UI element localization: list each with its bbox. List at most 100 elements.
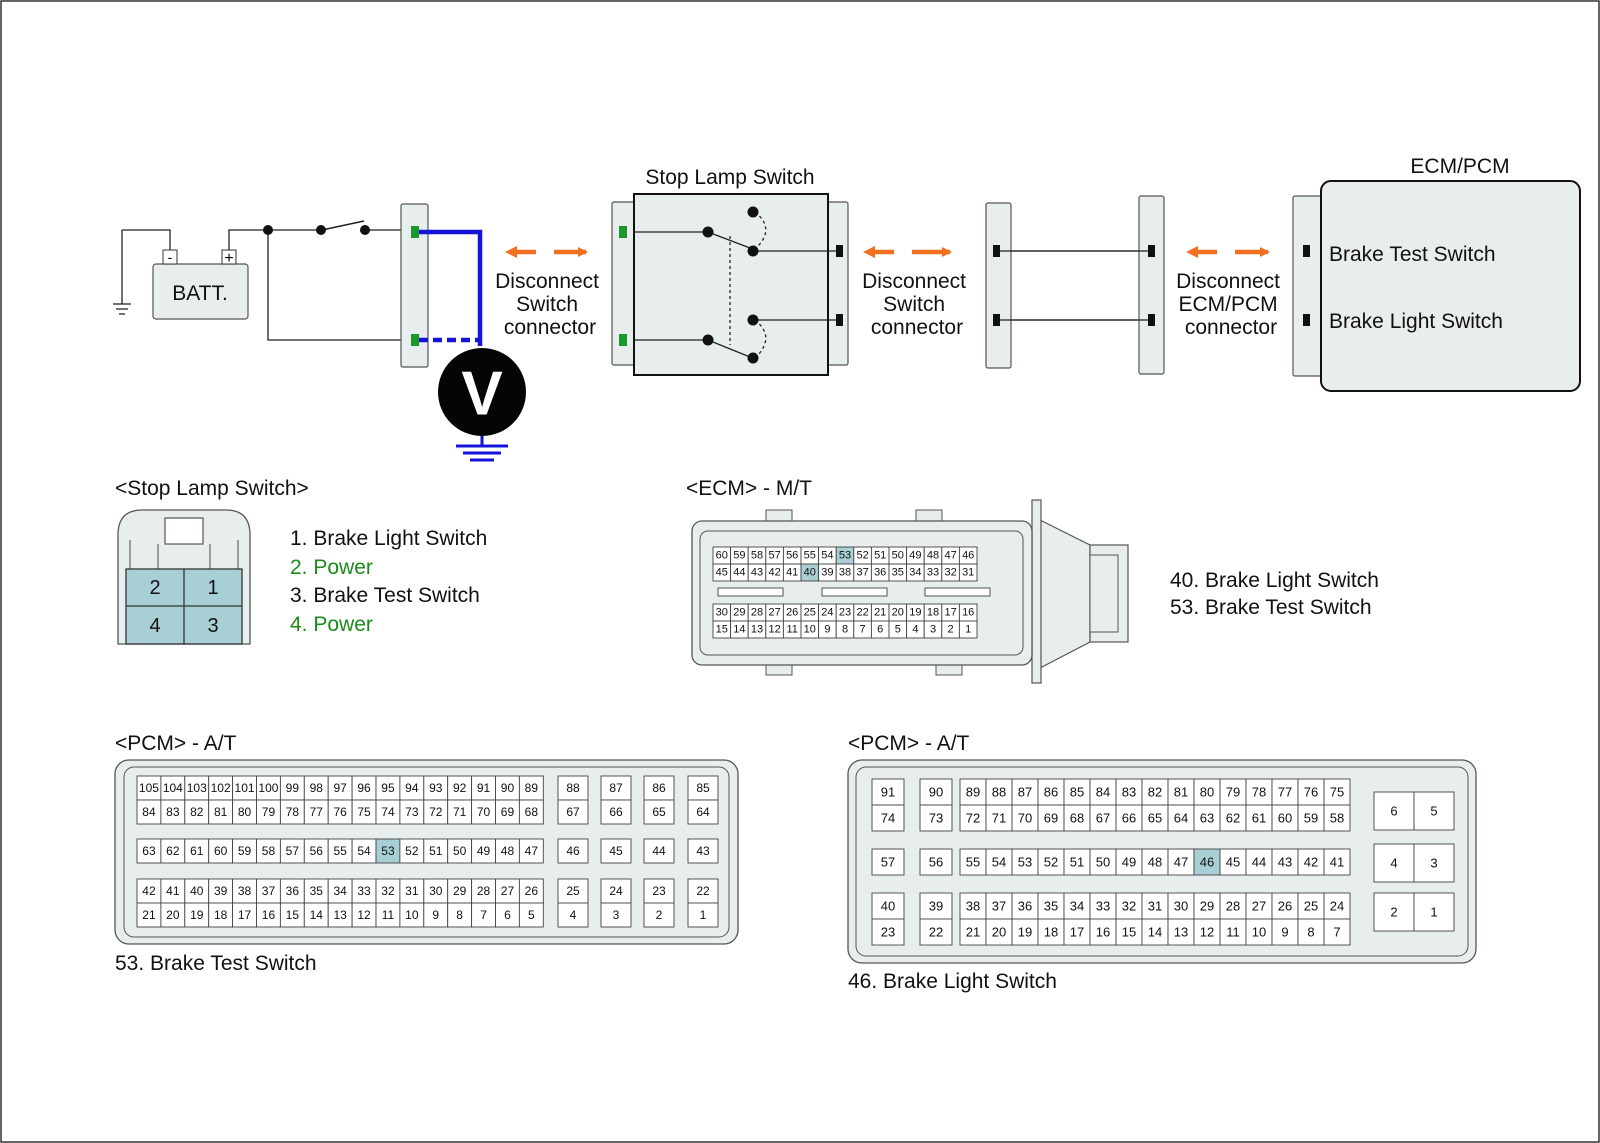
pin-number: 23: [652, 884, 666, 898]
pin-number: 71: [992, 811, 1006, 826]
pin-number: 49: [477, 844, 491, 858]
left-connector-plate: [400, 203, 429, 368]
pin-cell: [557, 838, 589, 864]
ecm-brake-light-label: Brake Light Switch: [1329, 310, 1503, 333]
ecm-pcm-title: ECM/PCM: [1410, 155, 1509, 178]
pin-number: 45: [716, 567, 728, 579]
pin-number: 7: [480, 908, 487, 922]
pin-number: 74: [881, 811, 895, 826]
pin-number: 28: [1226, 899, 1240, 914]
pin-number: 8: [456, 908, 463, 922]
pin-number: 98: [310, 781, 324, 795]
pin-number: 17: [1070, 925, 1084, 940]
pin-number: 58: [751, 550, 763, 562]
pin-cell: [871, 778, 905, 806]
stop-lamp-pin: 2: [149, 577, 160, 599]
pin-number: 19: [1018, 925, 1032, 940]
pin-number: 33: [1096, 899, 1110, 914]
pin-cell: [871, 804, 905, 832]
pin-cell: [1271, 804, 1299, 832]
pin-cell: [1037, 918, 1065, 946]
terminal: [836, 314, 843, 326]
pin-number: 87: [609, 781, 623, 795]
pin-number: 56: [310, 844, 324, 858]
pin-cell: [958, 620, 978, 639]
stop-lamp-legend-1: 1. Brake Light Switch: [290, 527, 487, 550]
pin-cell: [1373, 791, 1415, 831]
battery-label: BATT.: [172, 282, 228, 305]
pin-number: 53: [1018, 855, 1032, 870]
pin-number: 51: [1070, 855, 1084, 870]
pin-number: 92: [453, 781, 467, 795]
pin-number: 94: [405, 781, 419, 795]
pin-number: 44: [733, 567, 745, 579]
pin-number: 16: [1096, 925, 1110, 940]
pin-number: 50: [892, 550, 904, 562]
pin-cell: [959, 804, 987, 832]
pin-number: 24: [821, 607, 833, 619]
pin-number: 47: [944, 550, 956, 562]
pin-number: 99: [286, 781, 300, 795]
pin-number: 67: [1096, 811, 1110, 826]
pin-number: 2: [656, 908, 663, 922]
pin-number: 48: [501, 844, 515, 858]
pin-number: 5: [528, 908, 535, 922]
terminal-green: [411, 226, 419, 238]
pin-number: 14: [1148, 925, 1162, 940]
voltmeter: V: [438, 348, 526, 462]
pin-cell: [1063, 918, 1091, 946]
pin-cell: [1089, 918, 1117, 946]
pin-number: 65: [1148, 811, 1162, 826]
pin-number: 81: [1174, 785, 1188, 800]
pin-number: 25: [1304, 899, 1318, 914]
pin-cell: [1193, 918, 1221, 946]
pin-cell: [518, 902, 544, 928]
pin-number: 86: [1044, 785, 1058, 800]
stop-lamp-connector-title: <Stop Lamp Switch>: [115, 477, 309, 500]
pin-cell: [687, 838, 719, 864]
pin-cell: [643, 902, 675, 928]
ecm-mt-legend-1: 40. Brake Light Switch: [1170, 569, 1379, 592]
pin-number: 4: [1390, 856, 1397, 871]
pin-number: 26: [1278, 899, 1292, 914]
pin-number: 20: [892, 607, 904, 619]
pin-number: 12: [768, 624, 780, 636]
pin-cell: [1271, 892, 1299, 920]
pin-number: 86: [652, 781, 666, 795]
pin-number: 70: [1018, 811, 1032, 826]
pin-cell: [1297, 778, 1325, 806]
pin-number: 22: [929, 925, 943, 940]
pin-cell: [1141, 892, 1169, 920]
pin-cell: [1089, 892, 1117, 920]
pin-cell: [919, 778, 953, 806]
pin-number: 73: [929, 811, 943, 826]
pin-number: 10: [804, 624, 816, 636]
pin-number: 51: [874, 550, 886, 562]
pcm-at-1-caption: 53. Brake Test Switch: [115, 952, 317, 975]
pin-number: 78: [286, 805, 300, 819]
pin-number: 13: [1174, 925, 1188, 940]
pin-number: 52: [405, 844, 419, 858]
pin-number: 89: [525, 781, 539, 795]
pin-cell: [1037, 778, 1065, 806]
pin-cell: [959, 848, 987, 876]
pin-number: 50: [1096, 855, 1110, 870]
pin-cell: [1323, 804, 1351, 832]
pin-number: 52: [1044, 855, 1058, 870]
pin-cell: [1413, 791, 1455, 831]
pin-number: 36: [286, 884, 300, 898]
pin-number: 31: [1148, 899, 1162, 914]
pin-number: 27: [768, 607, 780, 619]
pin-number: 63: [142, 844, 156, 858]
pin-number: 79: [262, 805, 276, 819]
pin-number: 101: [235, 781, 255, 795]
pin-number: 2: [1390, 905, 1397, 920]
pin-number: 6: [1390, 804, 1397, 819]
pin-cell: [1219, 778, 1247, 806]
pin-number: 6: [504, 908, 511, 922]
pin-number: 68: [525, 805, 539, 819]
pin-number: 20: [166, 908, 180, 922]
pin-number: 75: [357, 805, 371, 819]
pin-number: 35: [310, 884, 324, 898]
